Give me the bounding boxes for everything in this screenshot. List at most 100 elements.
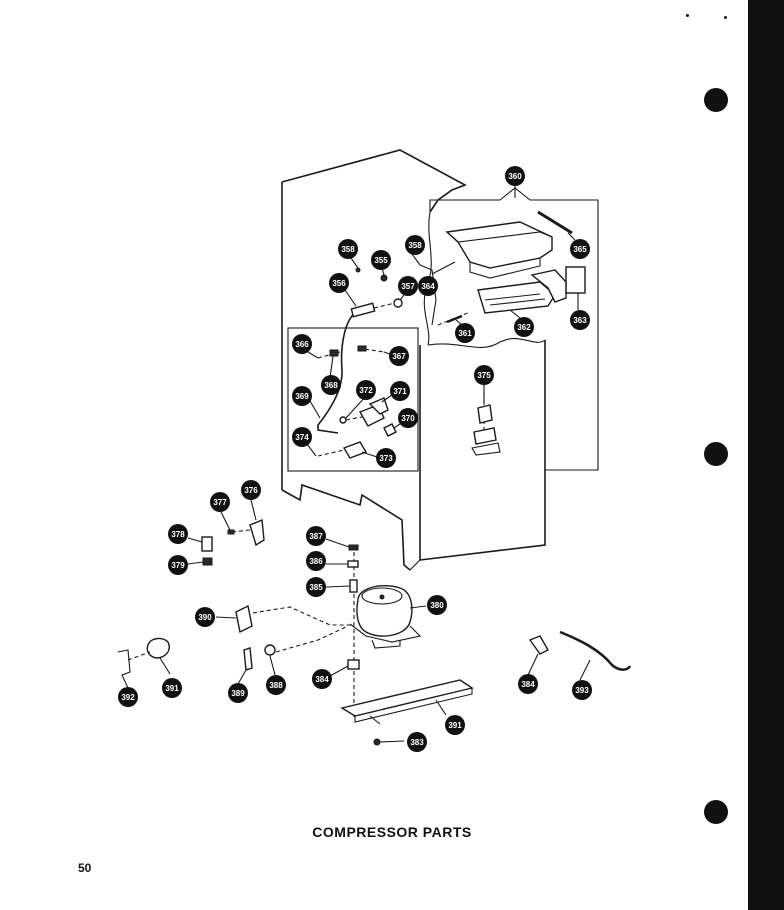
svg-text:372: 372 bbox=[359, 386, 373, 395]
compressor-mounts bbox=[347, 544, 381, 746]
svg-text:360: 360 bbox=[508, 172, 522, 181]
svg-text:361: 361 bbox=[458, 329, 472, 338]
svg-text:369: 369 bbox=[295, 392, 309, 401]
page-edge-bar bbox=[748, 0, 784, 910]
relay-parts bbox=[117, 604, 352, 676]
svg-text:371: 371 bbox=[393, 387, 407, 396]
callout-391-left: 391 bbox=[162, 678, 182, 698]
callout-355: 355 bbox=[371, 250, 391, 270]
callout-363: 363 bbox=[570, 310, 590, 330]
svg-text:391: 391 bbox=[448, 721, 462, 730]
svg-text:366: 366 bbox=[295, 340, 309, 349]
svg-text:384: 384 bbox=[315, 675, 329, 684]
speck bbox=[686, 14, 689, 17]
callout-388: 388 bbox=[266, 675, 286, 695]
ice-maker-box bbox=[429, 187, 599, 471]
callout-361: 361 bbox=[455, 323, 475, 343]
svg-text:368: 368 bbox=[324, 381, 338, 390]
svg-text:393: 393 bbox=[575, 686, 589, 695]
callout-389: 389 bbox=[228, 683, 248, 703]
callout-356: 356 bbox=[329, 273, 349, 293]
callout-370: 370 bbox=[398, 408, 418, 428]
callout-379: 379 bbox=[168, 555, 188, 575]
page-title: COMPRESSOR PARTS bbox=[312, 824, 472, 840]
callout-392: 392 bbox=[118, 687, 138, 707]
callout-376: 376 bbox=[241, 480, 261, 500]
base-plate bbox=[340, 679, 474, 725]
svg-text:384: 384 bbox=[521, 680, 535, 689]
svg-text:373: 373 bbox=[379, 454, 393, 463]
svg-text:378: 378 bbox=[171, 530, 185, 539]
callout-391: 391 bbox=[445, 715, 465, 735]
svg-text:363: 363 bbox=[573, 316, 587, 325]
speck bbox=[724, 16, 727, 19]
svg-text:376: 376 bbox=[244, 486, 258, 495]
svg-text:379: 379 bbox=[171, 561, 185, 570]
svg-text:392: 392 bbox=[121, 693, 135, 702]
callout-357: 357 bbox=[398, 276, 418, 296]
callout-387: 387 bbox=[306, 526, 326, 546]
callout-358-right: 358 bbox=[405, 235, 425, 255]
callout-384-right: 384 bbox=[518, 674, 538, 694]
part-375 bbox=[471, 385, 501, 456]
svg-text:357: 357 bbox=[401, 282, 415, 291]
rod-365 bbox=[537, 210, 573, 235]
callout-367: 367 bbox=[389, 346, 409, 366]
tube-393 bbox=[528, 630, 632, 671]
svg-text:365: 365 bbox=[573, 245, 587, 254]
cover-plate bbox=[565, 266, 586, 294]
svg-text:362: 362 bbox=[517, 323, 531, 332]
svg-text:389: 389 bbox=[231, 689, 245, 698]
callout-393: 393 bbox=[572, 680, 592, 700]
svg-text:375: 375 bbox=[477, 371, 491, 380]
valve-group-box bbox=[287, 327, 419, 472]
callout-385: 385 bbox=[306, 577, 326, 597]
bracket-group bbox=[201, 518, 265, 566]
callout-362: 362 bbox=[514, 317, 534, 337]
svg-text:386: 386 bbox=[309, 557, 323, 566]
callout-371: 371 bbox=[390, 381, 410, 401]
callout-373: 373 bbox=[376, 448, 396, 468]
callout-372: 372 bbox=[356, 380, 376, 400]
svg-text:356: 356 bbox=[332, 279, 346, 288]
callout-375: 375 bbox=[474, 365, 494, 385]
svg-text:380: 380 bbox=[430, 601, 444, 610]
callout-383: 383 bbox=[407, 732, 427, 752]
svg-text:388: 388 bbox=[269, 681, 283, 690]
callout-386: 386 bbox=[306, 551, 326, 571]
callout-bubbles: 360 365 364 363 362 361 358 358 355 357 … bbox=[118, 166, 592, 752]
ice-bin bbox=[445, 221, 553, 279]
callout-378: 378 bbox=[168, 524, 188, 544]
callout-384-left: 384 bbox=[312, 669, 332, 689]
binder-hole-middle bbox=[704, 442, 728, 466]
svg-text:364: 364 bbox=[421, 282, 435, 291]
svg-text:358: 358 bbox=[341, 245, 355, 254]
svg-text:367: 367 bbox=[392, 352, 406, 361]
page-number: 50 bbox=[78, 861, 92, 875]
svg-text:374: 374 bbox=[295, 433, 309, 442]
fill-tube bbox=[446, 314, 463, 324]
callout-369: 369 bbox=[292, 386, 312, 406]
callout-366: 366 bbox=[292, 334, 312, 354]
compressor bbox=[349, 584, 422, 649]
callout-365: 365 bbox=[570, 239, 590, 259]
svg-text:391: 391 bbox=[165, 684, 179, 693]
binder-hole-bottom bbox=[704, 800, 728, 824]
callout-368: 368 bbox=[321, 375, 341, 395]
valve-parts bbox=[317, 345, 397, 459]
svg-text:387: 387 bbox=[309, 532, 323, 541]
ice-maker-assembly bbox=[477, 269, 567, 314]
callout-390: 390 bbox=[195, 607, 215, 627]
svg-text:377: 377 bbox=[213, 498, 227, 507]
cabinet-outline bbox=[281, 149, 546, 571]
callout-360: 360 bbox=[505, 166, 525, 186]
svg-text:385: 385 bbox=[309, 583, 323, 592]
callout-380: 380 bbox=[427, 595, 447, 615]
svg-text:390: 390 bbox=[198, 613, 212, 622]
callout-374: 374 bbox=[292, 427, 312, 447]
callout-358-left: 358 bbox=[338, 239, 358, 259]
callout-377: 377 bbox=[210, 492, 230, 512]
binder-hole-top bbox=[704, 88, 728, 112]
callout-364: 364 bbox=[418, 276, 438, 296]
